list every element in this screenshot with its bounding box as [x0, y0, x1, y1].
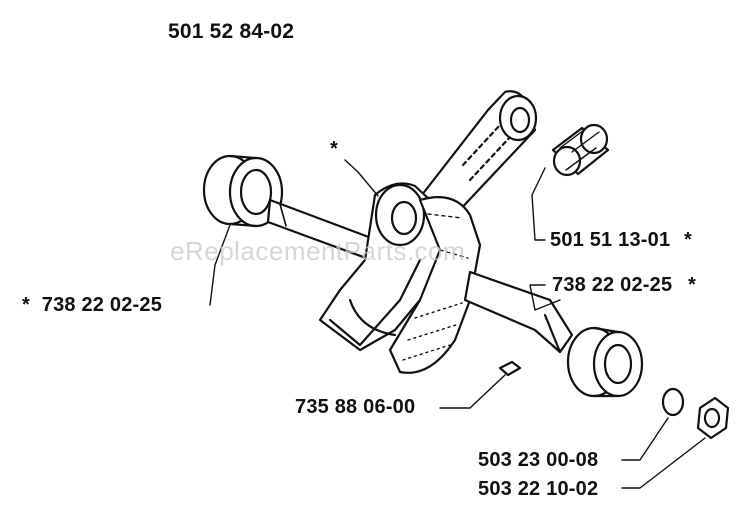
- rod-star-marker: *: [330, 138, 338, 160]
- watermark: eReplacementParts.com: [170, 236, 466, 266]
- part-marker: *: [22, 294, 30, 316]
- leader-nut: [621, 437, 706, 489]
- part-label-503-23-00-08: 503 23 00-08: [478, 449, 598, 472]
- leader-washer: [621, 417, 669, 461]
- part-label-503-22-10-02: 503 22 10-02: [478, 478, 598, 501]
- assembly-number: 501 52 84-02: [168, 20, 295, 43]
- part-marker: *: [688, 274, 697, 296]
- washer: [661, 387, 685, 417]
- part-number: 503 23 00-08: [478, 449, 599, 471]
- needle-bearing: [551, 123, 610, 177]
- part-marker: *: [684, 229, 693, 251]
- leader-left: [209, 224, 231, 306]
- right-web: [388, 196, 482, 374]
- right-main-bearing: [566, 326, 644, 398]
- leader-bearing: [531, 167, 546, 241]
- part-number: 738 22 02-25: [41, 294, 163, 316]
- part-label-501-51-13-01: 501 51 13-01 *: [550, 229, 692, 252]
- part-number: 738 22 02-25: [552, 274, 673, 296]
- leader-key: [439, 374, 506, 409]
- part-number: 501 51 13-01: [550, 229, 671, 251]
- leader-right: [529, 284, 561, 311]
- woodruff-key: [498, 360, 522, 377]
- part-label-738-22-02-25-left: * 738 22 02-25: [22, 294, 162, 317]
- part-number: 503 22 10-02: [478, 478, 599, 500]
- part-label-735-88-06-00: 735 88 06-00: [295, 396, 415, 419]
- part-label-738-22-02-25-right: 738 22 02-25 *: [552, 274, 696, 297]
- part-number: 735 88 06-00: [295, 396, 416, 418]
- leader-rod: [344, 159, 379, 197]
